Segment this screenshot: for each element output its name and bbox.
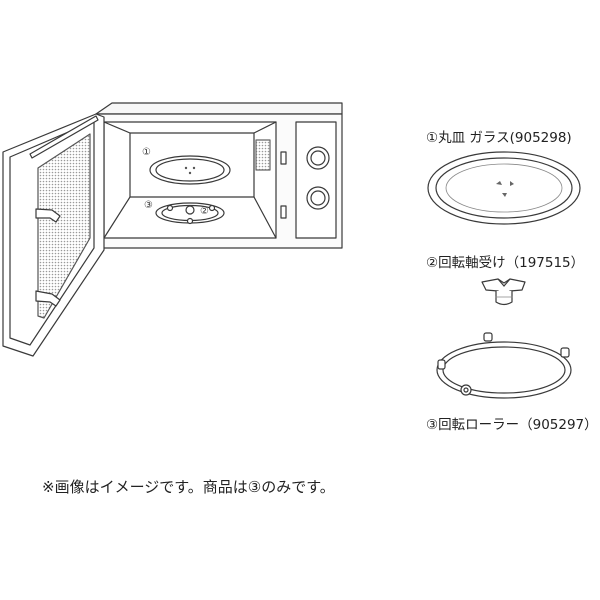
glass-plate-icon [427, 151, 581, 225]
callout-coupler: ② [200, 206, 209, 217]
callout-roller: ③ [144, 200, 153, 211]
microwave-icon [2, 102, 343, 357]
rotation-coupler-icon [481, 278, 526, 306]
part-label-plate: ①丸皿 ガラス(905298) [426, 130, 572, 146]
part-label-roller: ③回転ローラー（905297） [426, 417, 598, 433]
part-label-coupler: ②回転軸受け（197515） [426, 255, 585, 271]
image-note: ※画像はイメージです。商品は③のみです。 [42, 478, 335, 496]
callout-plate: ① [142, 147, 151, 158]
roller-ring-icon [436, 332, 572, 399]
